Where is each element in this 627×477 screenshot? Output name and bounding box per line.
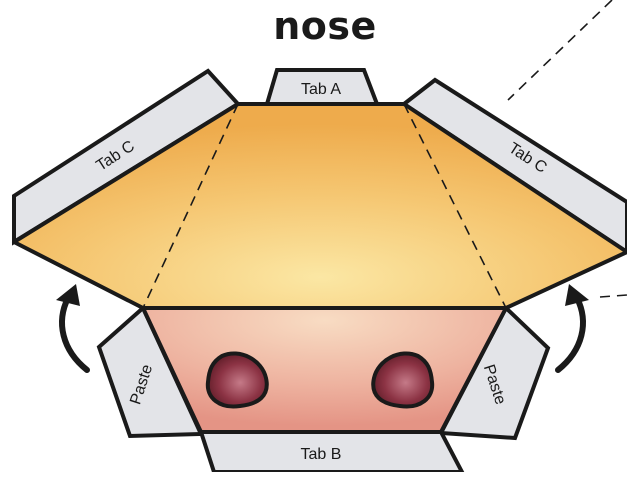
tab-b-label: Tab B	[301, 446, 342, 463]
nostril-icon	[371, 351, 435, 409]
fold-lines	[13, 0, 627, 433]
tab-a-label: Tab A	[301, 81, 341, 98]
snout-face	[141, 306, 508, 434]
fold-arrow-icon	[56, 284, 90, 373]
fold-arrow-icon	[555, 284, 589, 373]
nostril-icon	[205, 351, 269, 409]
page-title: nose	[273, 4, 377, 48]
